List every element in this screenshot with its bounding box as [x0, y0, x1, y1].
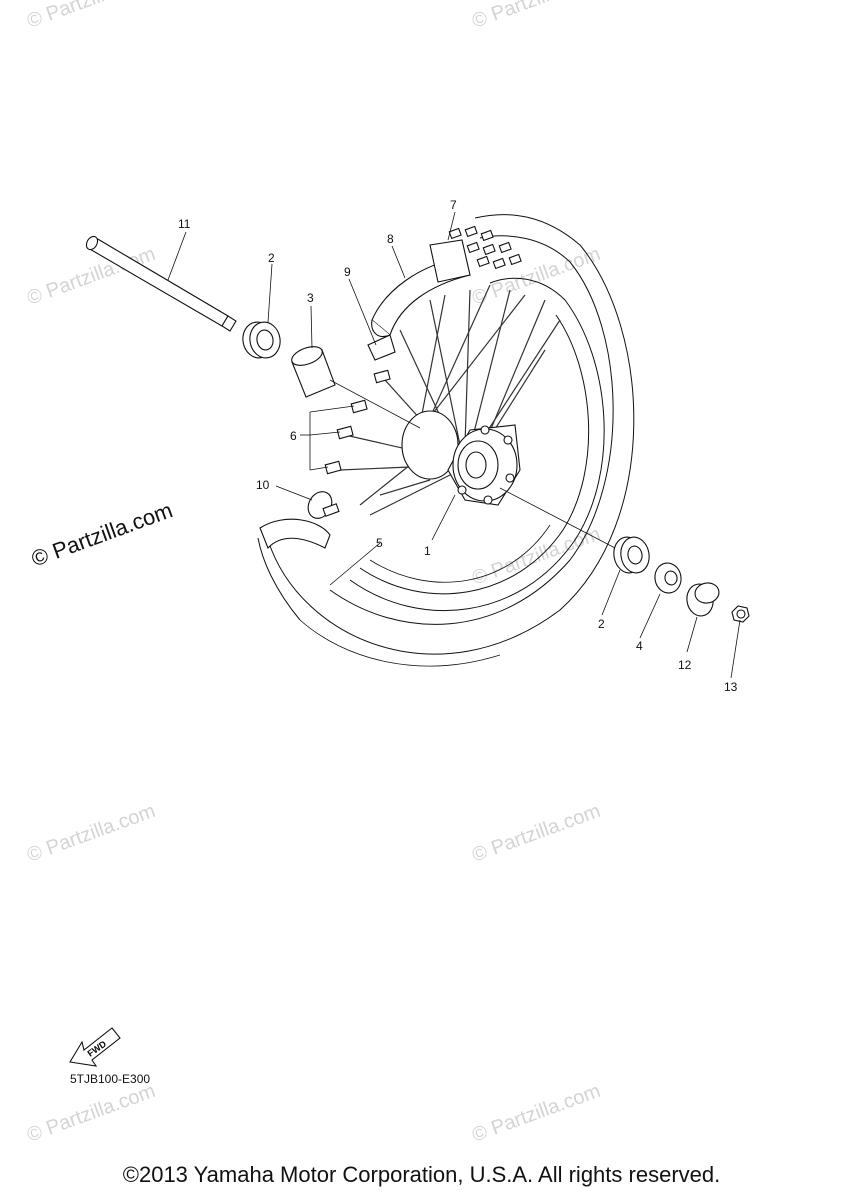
diagram-code: 5TJB100-E300 — [70, 1072, 151, 1086]
bearing-right — [613, 536, 650, 574]
callout-6: 6 — [290, 429, 297, 443]
valve-nut — [307, 491, 340, 519]
oil-seal — [654, 562, 682, 594]
watermark: © Partzilla.com — [469, 1080, 603, 1147]
copyright-notice: ©2013 Yamaha Motor Corporation, U.S.A. A… — [122, 1162, 721, 1187]
inner-tube — [259, 518, 331, 550]
callout-13: 13 — [724, 680, 738, 694]
watermark: © Partzilla.com — [469, 800, 603, 867]
spoke-nipples — [324, 369, 391, 475]
axle-shaft — [85, 235, 237, 332]
rim — [349, 277, 605, 612]
callout-10: 10 — [256, 478, 270, 492]
watermark: © Partzilla.com — [24, 1080, 158, 1147]
tread-blocks — [448, 225, 522, 270]
callout-8: 8 — [387, 232, 394, 246]
bearing-left — [242, 321, 281, 359]
spokes — [339, 284, 561, 516]
hub — [401, 410, 521, 506]
callout-2-left: 2 — [268, 251, 275, 265]
tire — [257, 214, 635, 667]
watermark: © Partzilla.com — [24, 0, 158, 33]
callout-11: 11 — [178, 217, 191, 231]
callout-2-right: 2 — [598, 617, 605, 631]
callout-1: 1 — [424, 544, 431, 558]
callouts: 11 2 3 9 8 7 6 10 5 1 2 4 12 13 — [178, 198, 738, 694]
watermark: © Partzilla.com — [469, 523, 603, 590]
watermark: © Partzilla.com — [24, 800, 158, 867]
callout-7: 7 — [450, 198, 457, 212]
callout-9: 9 — [344, 265, 351, 279]
rim-band-and-tube-guard — [367, 239, 471, 361]
leader-lines — [167, 211, 741, 679]
collar — [291, 346, 336, 398]
callout-5: 5 — [376, 536, 383, 550]
axle-nut — [731, 605, 750, 623]
collar-12 — [686, 582, 720, 617]
watermark: © Partzilla.com — [469, 0, 603, 33]
callout-3: 3 — [307, 291, 314, 305]
callout-12: 12 — [678, 658, 692, 672]
fwd-arrow-icon: FWD — [69, 1027, 121, 1067]
callout-4: 4 — [636, 639, 643, 653]
